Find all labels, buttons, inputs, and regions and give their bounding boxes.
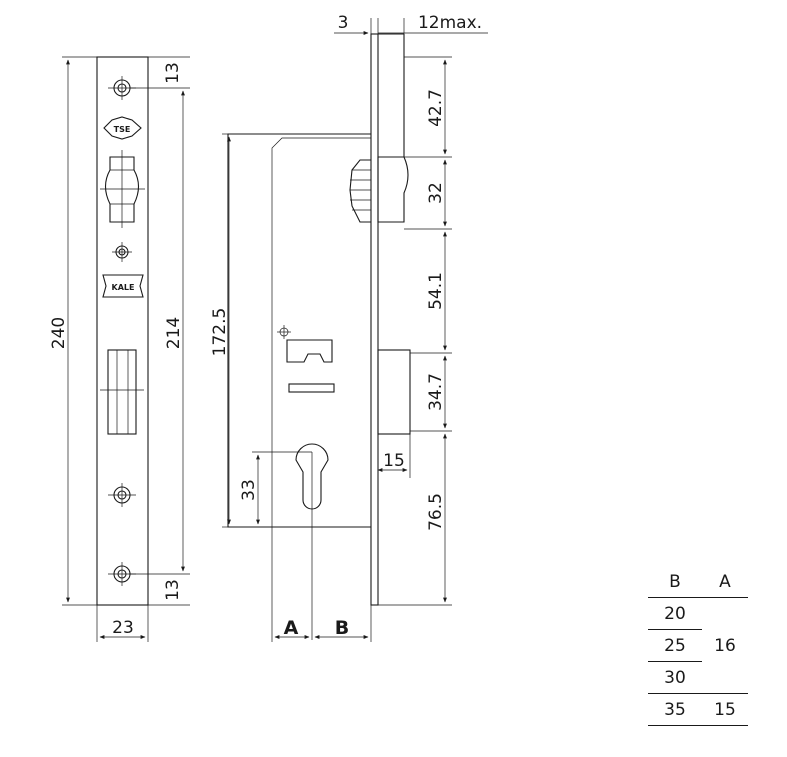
dim-13-bottom: 13 xyxy=(163,579,183,601)
deadbolt-side xyxy=(377,349,411,435)
backset-spec-table: B A 20 16 25 30 35 15 xyxy=(648,566,748,726)
dim-32: 32 xyxy=(426,182,446,204)
latch-bolt-front xyxy=(100,150,145,228)
table-cell-b: 30 xyxy=(648,661,702,694)
tse-logo-text: TSE xyxy=(114,125,131,134)
faceplate-outline xyxy=(96,56,149,606)
deadbolt-front xyxy=(100,349,144,435)
faceplate-side xyxy=(370,33,379,606)
kale-logo-text: KALE xyxy=(112,283,135,292)
table-row: 30 xyxy=(648,661,748,694)
table-cell-b: 35 xyxy=(648,693,702,726)
latch-bolt-side xyxy=(349,156,409,223)
table-header-a: A xyxy=(702,566,748,598)
dim-76-5: 76.5 xyxy=(426,493,446,531)
lock-case-outline xyxy=(227,133,371,528)
dim-3: 3 xyxy=(338,13,349,33)
cylinder-screw-hole xyxy=(108,483,136,507)
tse-logo: TSE xyxy=(103,116,142,140)
label-a: A xyxy=(284,617,299,639)
dim-15: 15 xyxy=(383,451,405,471)
internal-hook xyxy=(277,325,335,393)
dim-34-7: 34.7 xyxy=(426,373,446,411)
dim-240: 240 xyxy=(49,317,69,349)
table-row: 20 16 xyxy=(648,597,748,694)
dim-13-top: 13 xyxy=(163,62,183,84)
table-cell-a: 16 xyxy=(702,597,748,694)
middle-screw-hole xyxy=(112,242,132,262)
dim-12max: 12max. xyxy=(418,13,482,33)
label-b: B xyxy=(335,617,349,639)
kale-logo: KALE xyxy=(102,274,144,298)
lock-body-side-view xyxy=(227,33,411,640)
front-view-dimensions: 240 214 13 13 23 xyxy=(49,56,190,642)
table-row: 35 15 xyxy=(648,693,748,726)
table-cell-b: 20 xyxy=(648,597,702,630)
table-header-b: B xyxy=(648,566,702,598)
dim-214: 214 xyxy=(164,317,184,349)
table-cell-b: 25 xyxy=(648,629,702,662)
cylinder-hole-side xyxy=(295,443,329,640)
dim-42-7: 42.7 xyxy=(426,89,446,127)
table-cell-a: 15 xyxy=(702,693,748,726)
table-header-row: B A xyxy=(648,566,748,598)
dim-172-5: 172.5 xyxy=(210,308,230,357)
side-view-dimensions: 3 12max. 42.7 32 54.1 34.7 76.5 15 172.5… xyxy=(210,13,488,642)
table-row: 25 xyxy=(648,629,748,662)
faceplate-front-view: TSE KALE xyxy=(96,56,149,606)
dim-33: 33 xyxy=(239,479,259,501)
dim-54-1: 54.1 xyxy=(426,272,446,310)
dim-23: 23 xyxy=(112,618,134,638)
